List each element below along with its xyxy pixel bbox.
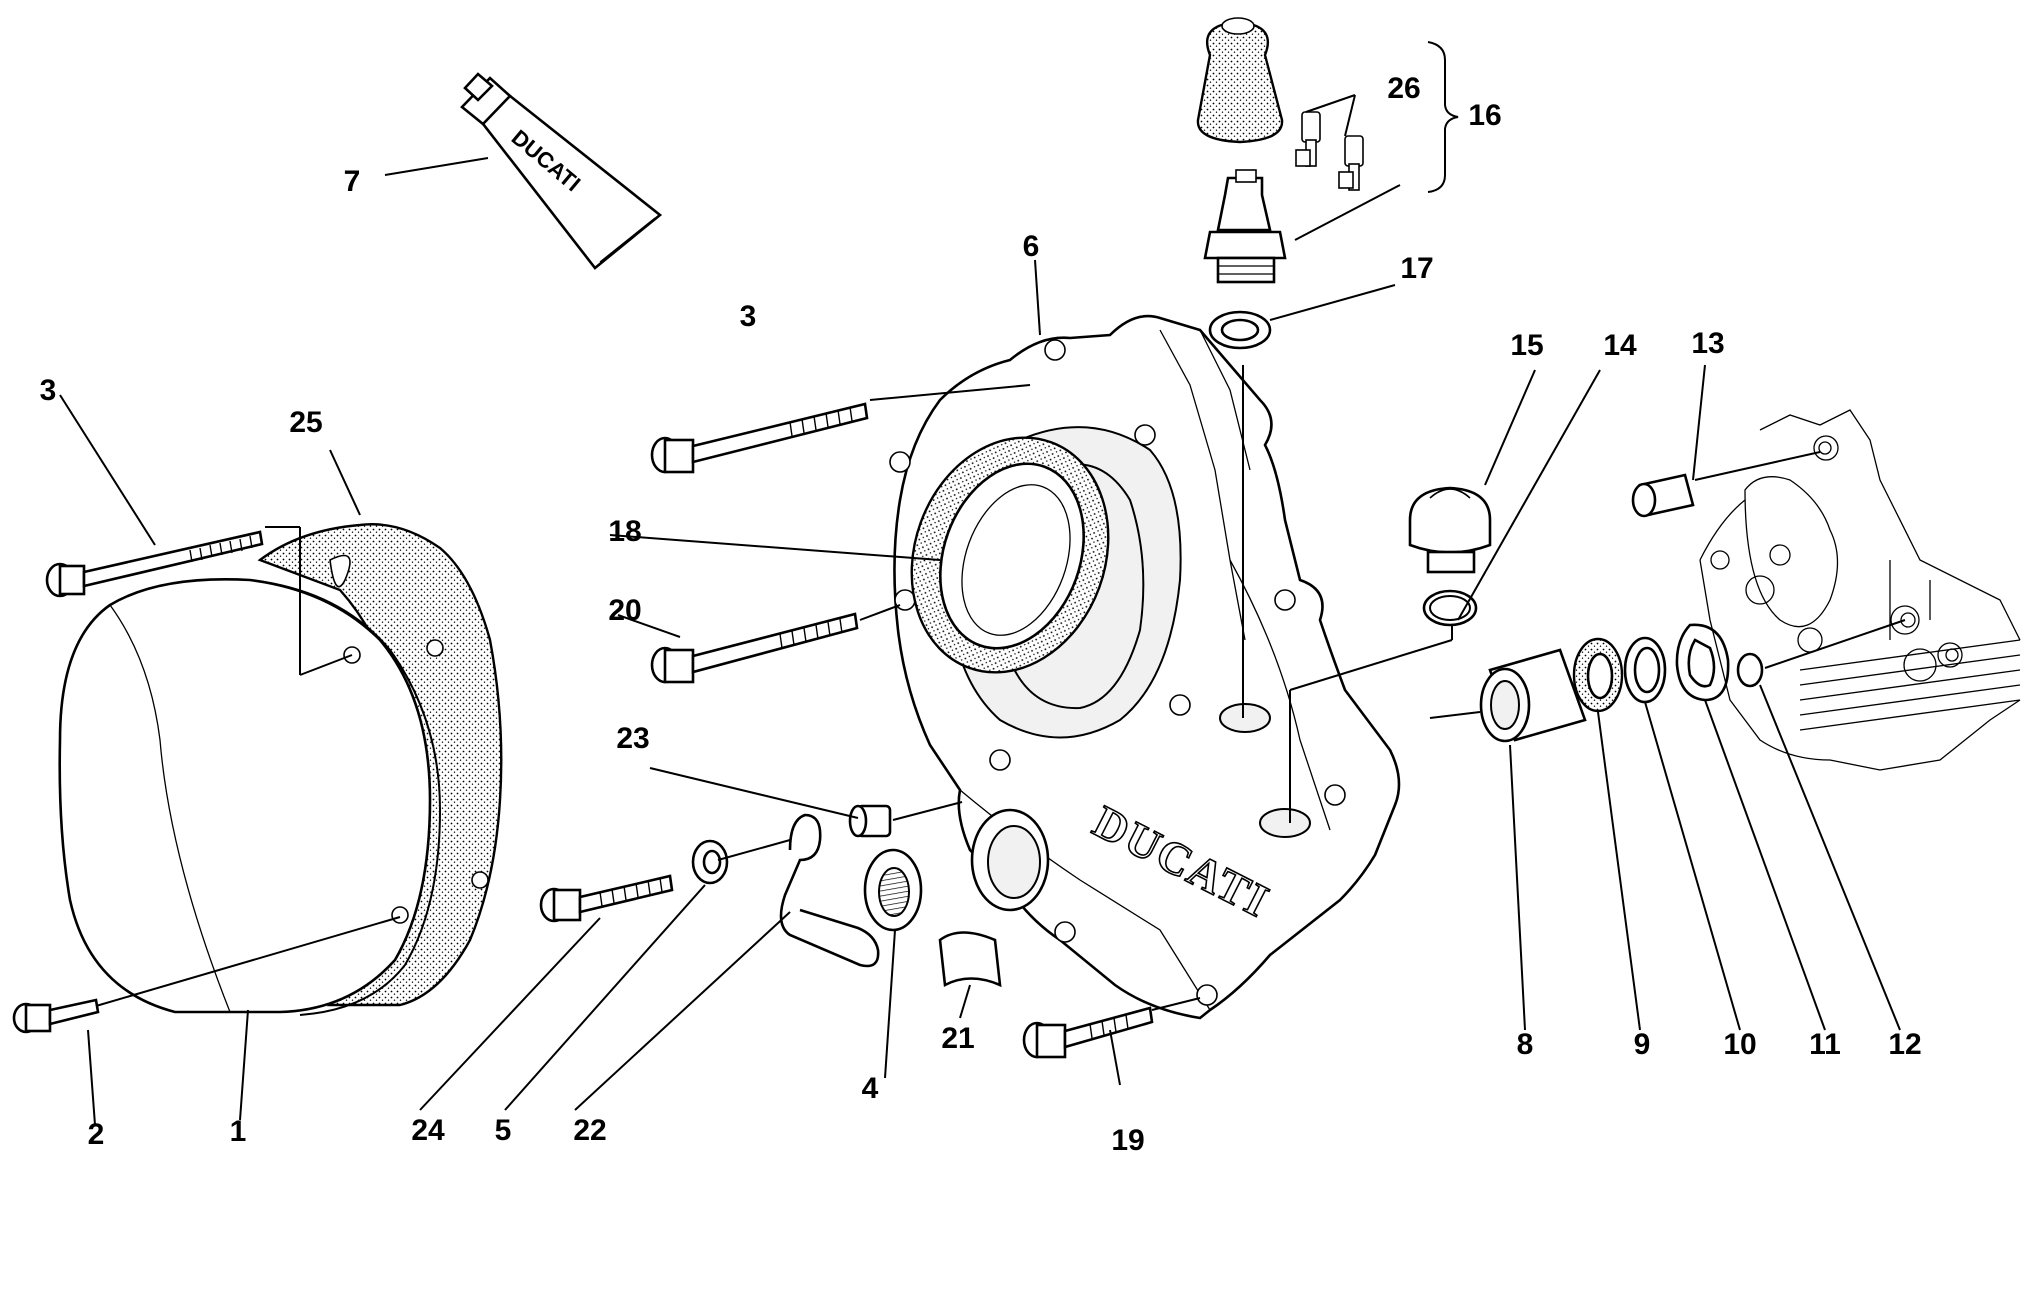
callout-17: 17 bbox=[1400, 252, 1433, 285]
callout-2: 2 bbox=[88, 1118, 105, 1151]
callout-16: 16 bbox=[1468, 99, 1501, 132]
filler-plug bbox=[1408, 486, 1492, 574]
engine-case-fragment bbox=[1699, 409, 2021, 771]
callout-labels: 1 2 3 3 4 5 6 7 8 9 10 11 12 13 14 15 16… bbox=[40, 72, 1922, 1157]
callout-24: 24 bbox=[411, 1114, 445, 1147]
group-bracket bbox=[1427, 41, 1459, 193]
callout-15: 15 bbox=[1510, 329, 1543, 362]
o-ring-14-inner bbox=[1429, 595, 1471, 621]
callout-4: 4 bbox=[862, 1072, 879, 1105]
callout-3-left: 3 bbox=[40, 374, 57, 407]
callout-3-middle: 3 bbox=[740, 300, 757, 333]
oil-seal-4 bbox=[863, 848, 923, 932]
callout-19: 19 bbox=[1111, 1124, 1144, 1157]
callout-9: 9 bbox=[1634, 1028, 1651, 1061]
callout-26: 26 bbox=[1387, 72, 1420, 105]
callout-22: 22 bbox=[573, 1114, 606, 1147]
callout-23: 23 bbox=[616, 722, 649, 755]
callout-14: 14 bbox=[1603, 329, 1637, 362]
leader-lines bbox=[59, 94, 1906, 1126]
sensor-kit bbox=[1196, 17, 1364, 284]
callout-20: 20 bbox=[608, 594, 641, 627]
bolt-20 bbox=[650, 612, 859, 684]
callout-21: 21 bbox=[941, 1022, 974, 1055]
oil-seal-18 bbox=[910, 436, 1110, 674]
callout-25: 25 bbox=[289, 406, 322, 439]
clutch-cover bbox=[58, 523, 503, 1016]
sealing-washer bbox=[1208, 310, 1272, 350]
bolt-24 bbox=[539, 874, 674, 923]
bushing-8 bbox=[1479, 648, 1587, 743]
callout-8: 8 bbox=[1517, 1028, 1534, 1061]
bushing-13 bbox=[1631, 473, 1695, 518]
washer-10 bbox=[1623, 636, 1667, 704]
callout-5: 5 bbox=[495, 1114, 512, 1147]
callout-10: 10 bbox=[1723, 1028, 1756, 1061]
callout-1: 1 bbox=[230, 1115, 247, 1148]
callout-7: 7 bbox=[344, 165, 361, 198]
washer-5 bbox=[691, 839, 729, 885]
seal-9 bbox=[1572, 637, 1624, 713]
bolt-19 bbox=[1022, 1006, 1154, 1059]
callout-13: 13 bbox=[1691, 327, 1724, 360]
bolt-3-left bbox=[45, 530, 264, 598]
callout-6: 6 bbox=[1023, 230, 1040, 263]
callout-11: 11 bbox=[1809, 1028, 1841, 1061]
bolt-3-middle bbox=[650, 402, 869, 474]
bolt-2 bbox=[12, 998, 100, 1034]
sealant-tube: DUCATI bbox=[460, 72, 663, 270]
o-ring-12 bbox=[1736, 652, 1764, 688]
callout-18: 18 bbox=[608, 515, 641, 548]
callout-12: 12 bbox=[1888, 1028, 1921, 1061]
bushing-23 bbox=[848, 804, 892, 838]
plate-21 bbox=[938, 931, 1002, 988]
wire-clip bbox=[779, 813, 880, 968]
